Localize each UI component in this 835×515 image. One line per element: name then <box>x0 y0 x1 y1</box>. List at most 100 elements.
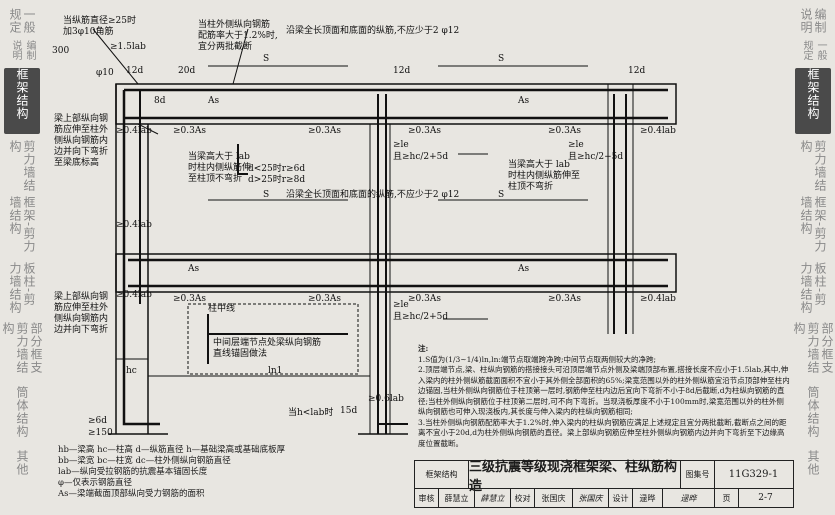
label-s-3: S <box>263 190 270 200</box>
note-item: 2.顶层端节点,梁、柱纵向钢筋的搭接接头可沿顶层端节点外侧及梁端顶部布置,搭接长… <box>418 365 790 416</box>
annotation-middle-joint: 中间层端节点处梁纵向钢筋直线锚固做法 <box>213 338 322 359</box>
side-tab-label: 框架结构 <box>806 68 820 120</box>
tb-category: 框架结构 <box>415 461 469 488</box>
label-ln1: ln1 <box>268 366 283 376</box>
side-tab-label: 板柱-剪力墙结构 <box>8 262 36 314</box>
annotation-column-line: 柱中线 <box>208 304 236 314</box>
tb-page-no: 2-7 <box>758 493 773 503</box>
label-s-4: S <box>498 190 505 200</box>
label-le-3: ≥le <box>568 140 584 150</box>
structural-drawing <box>92 28 677 435</box>
label-12d-3: 12d <box>628 66 646 76</box>
side-tab-label: 框架-剪力墙结构 <box>8 196 36 254</box>
tb-reviewer: 薛慧立 <box>439 488 475 508</box>
side-tab-left-6[interactable]: 筒体结构 <box>4 386 40 444</box>
annotation-top-mid: 当柱外侧纵向钢筋配筋率大于1.2%时,宜分两批截断 <box>198 20 278 52</box>
title-block: 框架结构 三级抗震等级现浇框架梁、柱纵筋构造 图集号 11G329-1 审核 薛… <box>414 460 794 508</box>
label-le-1: ≥le <box>393 140 409 150</box>
label-as-2: As <box>518 96 530 106</box>
annotation-left-note-1: 梁上部纵向钢筋应伸至柱外侧纵向钢筋内边并向下弯折至梁底标高 <box>54 114 109 168</box>
side-tab-right-7[interactable]: 其他 <box>795 450 831 506</box>
left-side-tabs: 一般规定编制说明框架结构剪力墙结构框架-剪力墙结构板柱-剪力墙结构部分框支剪力墙… <box>0 0 44 515</box>
note-item: 3.当柱外侧纵向钢筋配筋率大于1.2%时,伸入梁内的柱纵向钢筋应满足上述规定且宜… <box>418 417 787 448</box>
side-tab-label: 剪力墙结构 <box>799 140 827 192</box>
side-tab-left-4[interactable]: 板柱-剪力墙结构 <box>4 262 40 318</box>
label-la04-1: ≥0.4lab <box>116 126 152 136</box>
side-tab-right-0[interactable]: 编制说明一般规定 <box>795 8 831 64</box>
annotation-h-less: 当h<lab时 <box>288 408 334 418</box>
label-s-2: S <box>498 54 505 64</box>
notes-block: 注: 1.S值为(1/3~1/4)ln,ln:端节点取端跨净跨;中间节点取两侧较… <box>418 344 790 449</box>
notes-title: 注: <box>418 344 429 353</box>
label-20d: 20d <box>178 66 196 76</box>
side-tab-sublabel: 一般规定 <box>801 39 826 60</box>
side-tab-sublabel: 编制说明 <box>10 39 35 60</box>
label-la04-3: ≥0.4lab <box>116 290 152 300</box>
label-la15: ≥1.5lab <box>110 42 146 52</box>
side-tab-label: 框架-剪力墙结构 <box>799 196 827 254</box>
label-as03-4: ≥0.3As <box>548 126 581 136</box>
label-8d: 8d <box>154 96 166 106</box>
label-as03-8: ≥0.3As <box>548 294 581 304</box>
label-150: ≥150 <box>88 428 113 438</box>
side-tab-right-6[interactable]: 筒体结构 <box>795 386 831 444</box>
side-tab-label: 部分框支剪力墙结构 <box>1 322 43 374</box>
side-tab-right-3[interactable]: 框架-剪力墙结构 <box>795 196 831 258</box>
side-tab-right-5[interactable]: 部分框支剪力墙结构 <box>792 322 834 382</box>
label-as03-7: ≥0.3As <box>408 294 441 304</box>
symbol-legend: hb—梁高 hc—柱高 d—纵筋直径 h—基础梁高或基础底板厚 bb—梁宽 bc… <box>58 445 285 500</box>
side-tab-label: 筒体结构 <box>806 386 820 438</box>
tb-atlas-no: 11G329-1 <box>728 469 779 480</box>
tb-review-label: 审核 <box>415 488 439 508</box>
side-tab-left-2[interactable]: 剪力墙结构 <box>4 140 40 192</box>
tb-page-label: 页 <box>715 488 739 508</box>
tb-checker: 张国庆 <box>535 488 573 508</box>
side-tab-left-5[interactable]: 部分框支剪力墙结构 <box>1 322 43 382</box>
legend-line: bb—梁宽 bc—柱宽 dc—柱外侧纵向钢筋直径 <box>58 456 231 466</box>
side-tab-label: 其他 <box>806 450 820 476</box>
label-hc: hc <box>126 366 137 376</box>
right-side-tabs: 编制说明一般规定框架结构剪力墙结构框架-剪力墙结构板柱-剪力墙结构部分框支剪力墙… <box>791 0 835 515</box>
label-la06: ≥0.6lab <box>368 394 404 404</box>
legend-line: As—梁端截面顶部纵向受力钢筋的面积 <box>58 489 205 499</box>
label-la04-4: ≥0.4lab <box>640 126 676 136</box>
side-tab-left-7[interactable]: 其他 <box>4 450 40 506</box>
label-la04-5: ≥0.4lab <box>640 294 676 304</box>
label-15d: 15d <box>340 406 358 416</box>
side-tab-left-1[interactable]: 框架结构 <box>4 68 40 134</box>
side-tab-left-3[interactable]: 框架-剪力墙结构 <box>4 196 40 258</box>
label-hc2-2: 且≥hc/2+5d <box>393 312 449 322</box>
label-as03-6: ≥0.3As <box>308 294 341 304</box>
tb-title: 三级抗震等级现浇框架梁、柱纵筋构造 <box>469 460 681 494</box>
legend-line: lab—纵向受拉钢筋的抗震基本锚固长度 <box>58 467 208 477</box>
annotation-top-right: 沿梁全长顶面和底面的纵筋,不应少于2 φ12 <box>286 26 460 36</box>
label-as-3: As <box>188 264 200 274</box>
tb-reviewer-sig: 薛慧立 <box>475 488 511 508</box>
label-hc2-1: 且≥hc/2+5d <box>393 152 449 162</box>
side-tab-label: 板柱-剪力墙结构 <box>799 262 827 314</box>
side-tab-right-4[interactable]: 板柱-剪力墙结构 <box>795 262 831 318</box>
label-as03-5: ≥0.3As <box>173 294 206 304</box>
tb-designer: 逯晔 <box>633 488 663 508</box>
tb-atlas-label: 图集号 <box>681 461 715 488</box>
side-tab-right-1[interactable]: 框架结构 <box>795 68 831 134</box>
label-as-4: As <box>518 264 530 274</box>
side-tab-label: 剪力墙结构 <box>8 140 36 192</box>
tb-checker-sig: 张国庆 <box>573 488 609 508</box>
label-la04-2: ≥0.4lab <box>116 220 152 230</box>
label-6d: ≥6d <box>88 416 108 426</box>
legend-line: hb—梁高 hc—柱高 d—纵筋直径 h—基础梁高或基础底板厚 <box>58 445 286 455</box>
label-s-1: S <box>263 54 270 64</box>
side-tab-label: 一般规定 <box>8 8 36 34</box>
side-tab-right-2[interactable]: 剪力墙结构 <box>795 140 831 192</box>
label-le-2: ≥le <box>393 300 409 310</box>
tb-design-label: 设计 <box>609 488 633 508</box>
label-as-1: As <box>208 96 220 106</box>
annotation-mid-right: 沿梁全长顶面和底面的纵筋,不应少于2 φ12 <box>286 190 460 200</box>
side-tab-label: 筒体结构 <box>15 386 29 438</box>
legend-line: φ—仅表示钢筋直径 <box>58 478 132 488</box>
side-tab-left-0[interactable]: 一般规定编制说明 <box>4 8 40 64</box>
